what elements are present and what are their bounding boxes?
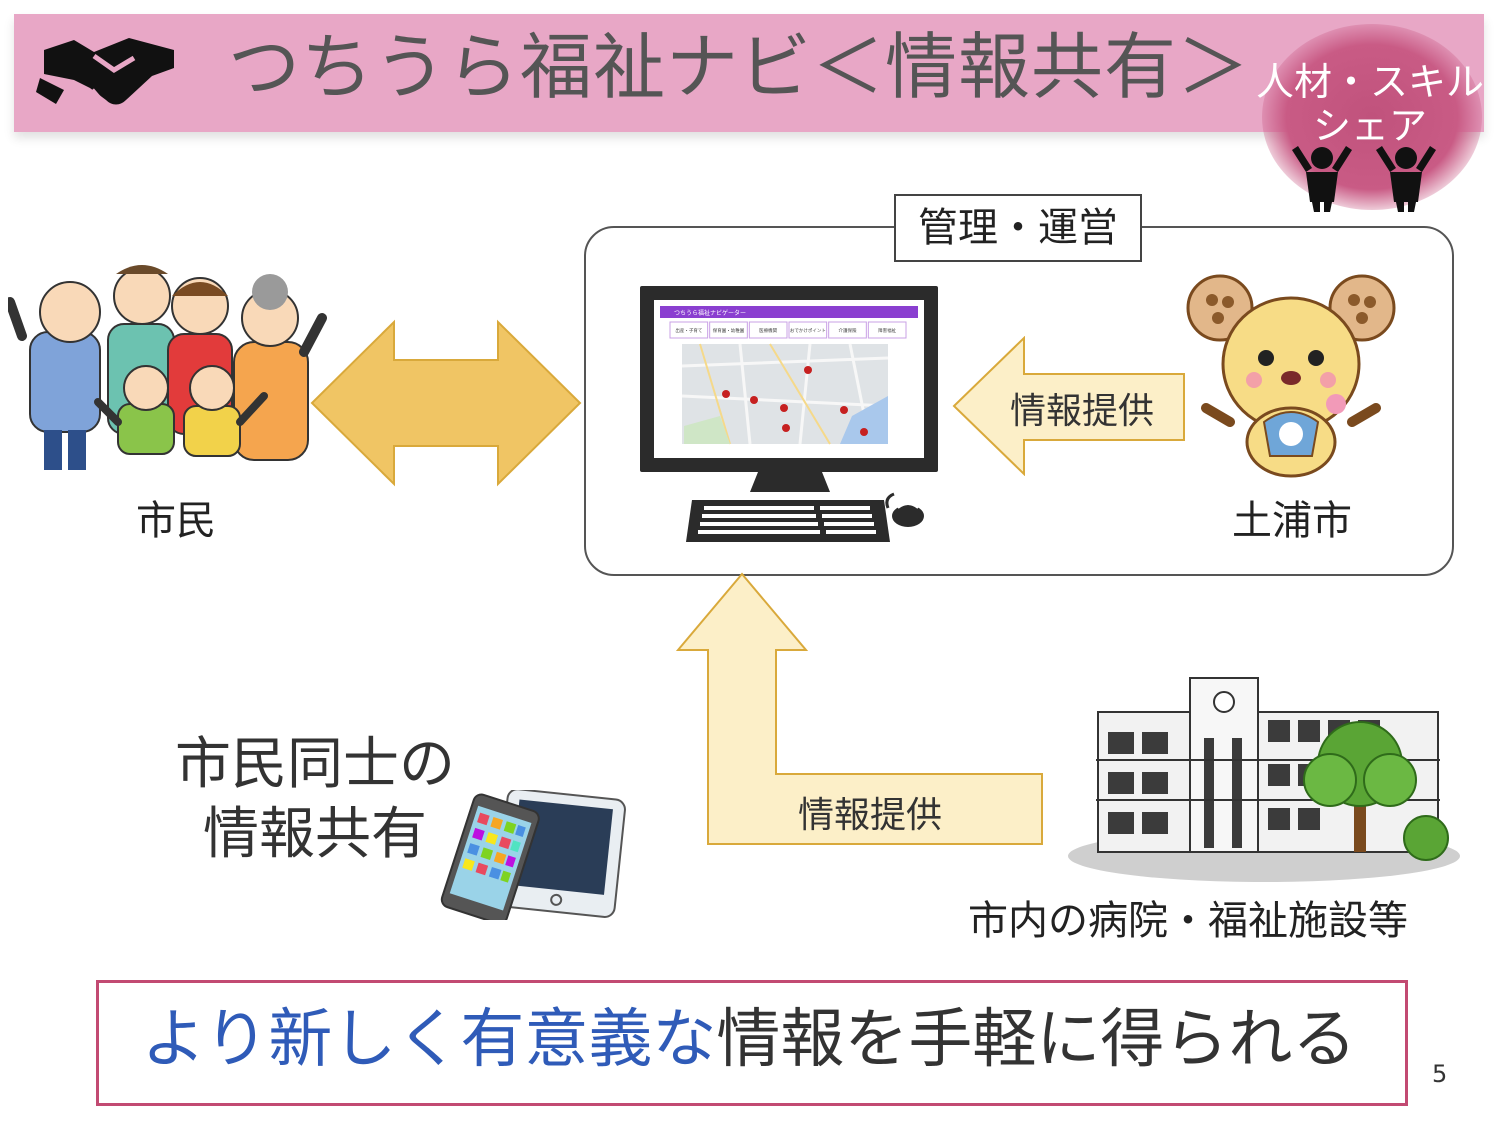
screen-title: つちうら福祉ナビゲーター bbox=[674, 309, 746, 317]
sharing-note-line-1: 市民同士の bbox=[175, 732, 455, 797]
conclusion-highlight: より新しく有意義な bbox=[141, 1003, 717, 1077]
citizen-sharing-note: 市民同士の 情報共有 bbox=[160, 730, 470, 870]
computer-icon: つちうら福祉ナビゲーター 出産・子育て 保育園・幼稚園 医療機関 おでかけポイント 介護… bbox=[640, 286, 938, 542]
header-banner bbox=[14, 14, 1484, 132]
conclusion-rest: 情報を手軽に得られる bbox=[716, 1003, 1357, 1077]
screen-tab-label: おでかけポイント bbox=[790, 327, 826, 334]
facilities-label: 市内の病院・福祉施設等 bbox=[968, 898, 1408, 944]
screen-tab-row: 出産・子育て 保育園・幼稚園 医療機関 おでかけポイント 介護保険 障害福祉 bbox=[669, 321, 907, 339]
tablet-phone-icon bbox=[440, 790, 626, 920]
skill-share-badge bbox=[1262, 24, 1482, 210]
screen-tab bbox=[828, 321, 867, 339]
badge-line-2: シェア bbox=[1312, 104, 1427, 148]
screen-tab bbox=[669, 321, 709, 339]
handshake-icon bbox=[36, 38, 174, 106]
screen-tab-label: 介護保険 bbox=[839, 327, 857, 334]
screen-tab-label: 保育園・幼稚園 bbox=[713, 327, 745, 334]
page-title: つちうら福祉ナビ＜情報共有＞ bbox=[228, 25, 1251, 109]
double-arrow bbox=[310, 319, 582, 487]
management-label: 管理・運営 bbox=[894, 194, 1142, 262]
screen-tab bbox=[788, 321, 828, 339]
provide-label-top: 情報提供 bbox=[1010, 391, 1155, 432]
city-label: 土浦市 bbox=[1232, 498, 1352, 544]
provide-label-bottom: 情報提供 bbox=[798, 795, 943, 836]
screen-tab-label: 出産・子育て bbox=[675, 327, 702, 334]
skill-share-badge-text: 人材・スキル シェア bbox=[1250, 60, 1490, 148]
screen-tab-label: 医療機関 bbox=[759, 327, 777, 334]
family-illustration bbox=[8, 265, 327, 470]
citizens-label: 市民 bbox=[136, 498, 216, 544]
screen-tab bbox=[709, 321, 748, 339]
info-arrow-left bbox=[952, 336, 1185, 476]
mascot-illustration bbox=[1186, 274, 1396, 478]
conclusion-box bbox=[96, 980, 1408, 1106]
hospital-building-illustration bbox=[1068, 677, 1460, 882]
screen-tab-label: 障害福祉 bbox=[878, 327, 896, 334]
page-number: 5 bbox=[1432, 1060, 1448, 1088]
screen-tab bbox=[748, 321, 788, 339]
info-arrow-up bbox=[676, 572, 1043, 845]
badge-line-1: 人材・スキル bbox=[1255, 60, 1484, 104]
conclusion-text: より新しく有意義な情報を手軽に得られる bbox=[96, 980, 1402, 1100]
sharing-note-line-2: 情報共有 bbox=[203, 802, 427, 867]
cheering-people-icon bbox=[1292, 146, 1436, 212]
screen-tab bbox=[867, 321, 907, 339]
